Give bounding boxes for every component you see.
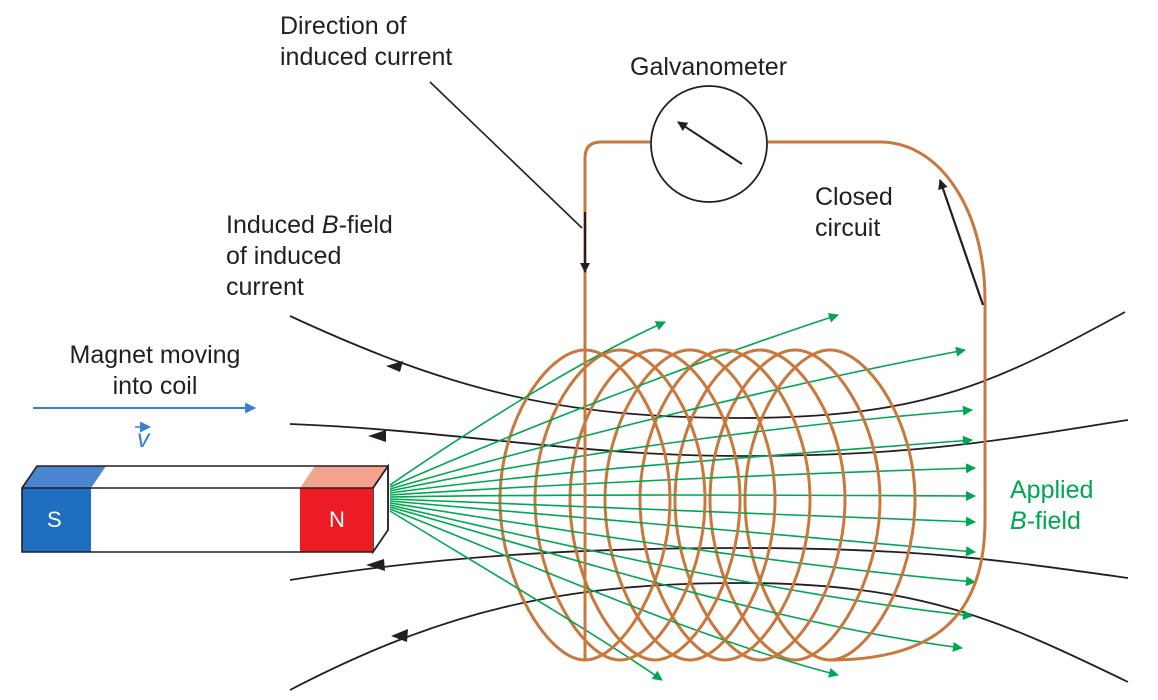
magnet-top-face: [22, 466, 388, 488]
label-applied-b-field: Applied B-field: [1010, 475, 1093, 537]
induced-field-line: [289, 311, 1126, 419]
label-direction-of-induced-current: Direction of induced current: [280, 11, 452, 73]
label-closed-circuit: Closed circuit: [815, 182, 893, 244]
arrowhead: [368, 430, 386, 442]
magnet-line-1: Magnet moving: [69, 341, 241, 369]
label-induced-b-field: Induced B-field of induced current: [226, 210, 393, 303]
applied-field-line: [389, 313, 839, 488]
applied-field-line: [389, 508, 839, 678]
direction-line-1: Direction of: [280, 12, 407, 40]
bar-magnet: [21, 463, 389, 555]
applied-field-line: [389, 490, 976, 501]
label-south-pole: S: [47, 507, 62, 532]
applied-field-line: [389, 463, 976, 496]
arrowhead: [366, 559, 385, 571]
magnet-line-2: into coil: [112, 372, 198, 400]
applied-line-2: B-field: [1010, 507, 1081, 535]
applied-field-line: [389, 502, 976, 587]
label-north-pole: N: [329, 507, 345, 532]
closed-circuit: [583, 140, 987, 662]
coil-front: [584, 348, 917, 662]
direction-line-2: induced current: [280, 43, 453, 71]
magnet-s-top: [22, 466, 106, 488]
galvanometer-text: Galvanometer: [630, 53, 788, 81]
applied-field-line: [389, 346, 966, 490]
arrowhead: [391, 629, 408, 642]
label-galvanometer: Galvanometer: [630, 52, 787, 83]
applied-field-line: [389, 500, 976, 557]
magnet-n-top: [300, 466, 388, 488]
applied-field-line: [389, 435, 973, 494]
applied-field-line: [389, 510, 663, 681]
magnet-n-pole: [300, 488, 373, 552]
induced-field-arrowheads: [366, 361, 408, 642]
induced-field-line: [289, 582, 1129, 691]
galvanometer: [650, 85, 768, 203]
applied-field-line: [389, 405, 973, 492]
closed-line-1: Closed: [815, 183, 893, 211]
induced-field-line: [289, 419, 1129, 457]
galvanometer-dial: [650, 85, 768, 203]
galvanometer-needle: [677, 121, 743, 165]
arrowhead: [386, 361, 403, 372]
induced-field-lines: [289, 311, 1129, 691]
induced-field-line: [289, 547, 1129, 581]
applied-field-line: [389, 498, 976, 527]
lead-wire-left: [583, 140, 650, 660]
current-arrow-right: [938, 179, 985, 306]
applied-field-lines: [389, 313, 976, 681]
applied-field-line: [389, 321, 666, 486]
applied-field-line: [389, 506, 963, 652]
induced-line-1: Induced B-field: [226, 211, 393, 239]
label-magnet-moving: Magnet moving into coil: [55, 340, 255, 402]
velocity-symbol: v: [137, 425, 150, 453]
pointer-line-direction: [429, 81, 583, 229]
induced-line-3: current: [226, 273, 304, 301]
magnet-s-pole: [22, 488, 91, 552]
lead-wire-right: [768, 140, 987, 662]
closed-line-2: circuit: [815, 214, 881, 242]
magnet-outline: [21, 465, 389, 553]
applied-line-1: Applied: [1010, 476, 1094, 504]
induced-line-2: of induced: [226, 242, 342, 270]
label-velocity: v: [137, 424, 150, 455]
